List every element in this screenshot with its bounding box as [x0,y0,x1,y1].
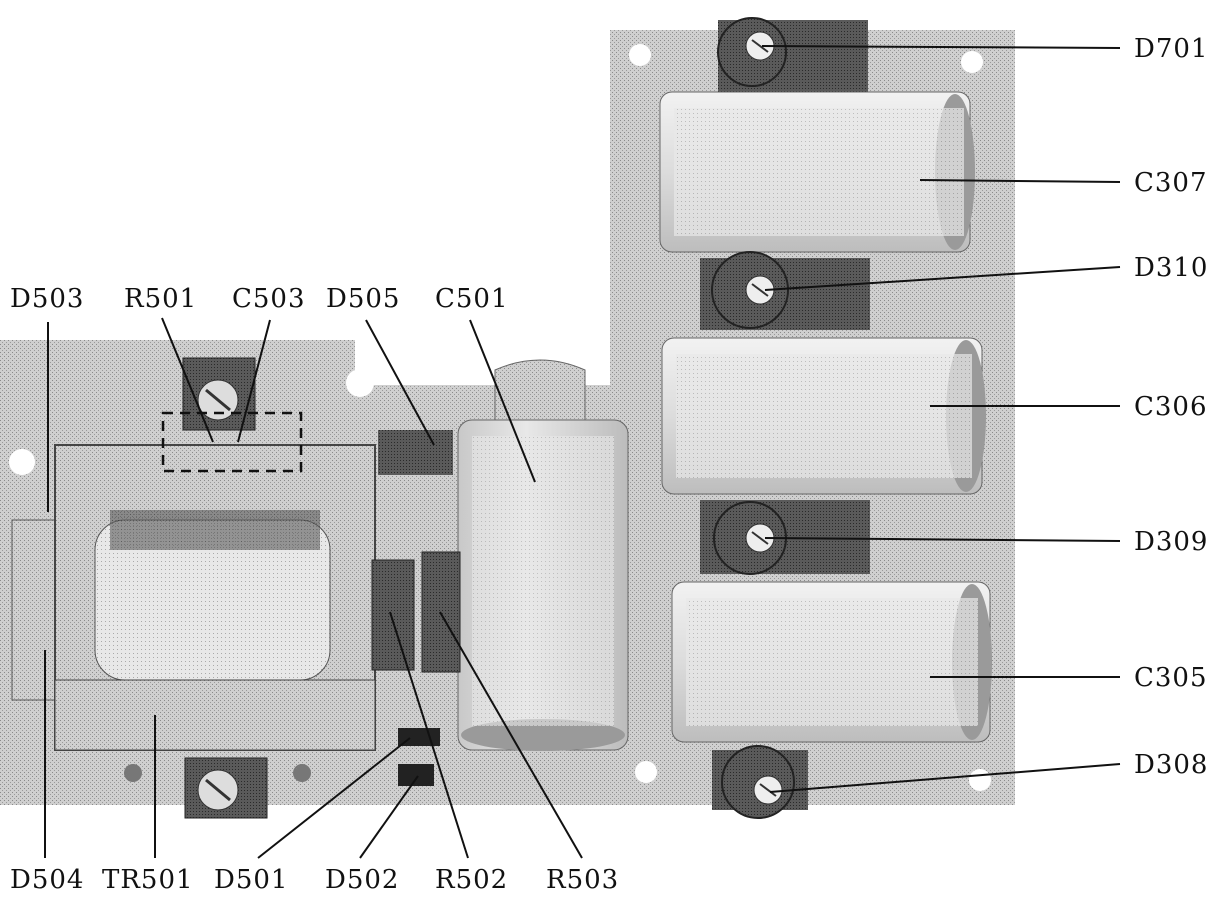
label-c305: C305 [1134,663,1208,693]
label-d502: D502 [325,865,399,895]
leader-d308 [769,763,1121,793]
leader-d309 [764,537,1121,542]
label-d701: D701 [1134,34,1208,64]
capacitor-c305 [671,581,992,743]
leader-c307 [919,179,1121,183]
small-components [124,430,461,786]
leader-r502 [389,611,469,859]
transformer-tr501 [11,444,376,751]
label-r502: R502 [435,865,508,895]
label-c503: C503 [232,284,306,314]
leader-d501 [257,737,411,859]
leader-c501 [469,319,536,483]
leader-r503 [439,611,583,859]
leader-d502 [359,775,419,859]
label-tr501: TR501 [102,865,194,895]
leader-r501 [161,317,214,443]
trimmer-bottom [184,757,268,819]
diode-d310 [700,251,870,330]
diode-d308 [712,745,808,819]
component-labels: D701 C307 D310 C306 D309 C305 D308 D503 … [10,34,1208,895]
label-r501: R501 [124,284,197,314]
label-d309: D309 [1134,527,1208,557]
label-d504: D504 [10,865,84,895]
board-photo [0,17,1015,819]
diode-d309 [700,500,870,575]
label-c501: C501 [435,284,509,314]
label-d505: D505 [326,284,400,314]
label-d308: D308 [1134,750,1208,780]
leader-d701 [761,45,1121,49]
label-d310: D310 [1134,253,1208,283]
label-d503: D503 [10,284,84,314]
label-c306: C306 [1134,392,1208,422]
leader-c503 [237,319,271,443]
diode-d701 [717,17,868,92]
label-d501: D501 [214,865,288,895]
capacitor-c306 [661,337,986,495]
capacitor-c501 [457,359,629,751]
label-r503: R503 [546,865,619,895]
leader-d310 [764,266,1121,291]
trimmer-r501 [161,357,303,473]
leader-d505 [365,319,435,446]
capacitor-c307 [659,91,975,253]
leader-lines [44,45,1121,859]
label-c307: C307 [1134,168,1208,198]
